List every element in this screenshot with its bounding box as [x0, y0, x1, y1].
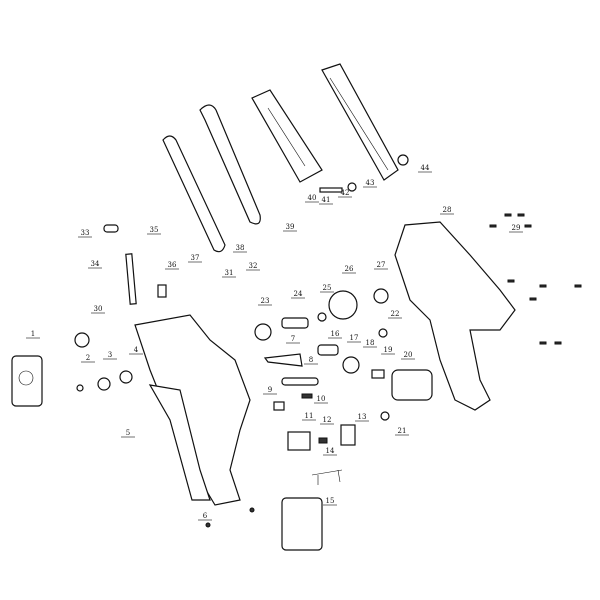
part-29-screws	[489, 213, 582, 345]
part-25-washer	[317, 312, 327, 322]
part-label-28: 28	[443, 206, 452, 214]
part-2-nut	[76, 384, 84, 392]
part-label-18: 18	[366, 339, 375, 347]
part-label-8: 8	[309, 356, 313, 364]
part-6-screw	[249, 507, 255, 513]
part-4-sprocket	[119, 370, 133, 384]
part-34-oil-tube	[125, 253, 137, 305]
part-6-screw	[205, 522, 211, 528]
part-42-washer	[347, 182, 357, 192]
part-1-side-cover	[11, 355, 43, 407]
part-label-24: 24	[294, 290, 303, 298]
part-label-14: 14	[326, 447, 335, 455]
part-label-22: 22	[391, 310, 400, 318]
part-15-battery	[281, 497, 323, 551]
part-label-42: 42	[341, 189, 350, 197]
part-label-43: 43	[366, 179, 375, 187]
part-27-bearing	[373, 288, 389, 304]
part-5-handle-guard	[148, 384, 211, 501]
part-label-30: 30	[94, 305, 103, 313]
part-label-7: 7	[291, 335, 295, 343]
part-label-34: 34	[91, 260, 100, 268]
part-43-guard-cover	[321, 63, 399, 181]
part-label-6: 6	[203, 512, 208, 520]
part-label-44: 44	[421, 164, 430, 172]
part-7-plate	[263, 353, 303, 367]
part-26-gear	[328, 290, 358, 320]
part-17-bearing	[342, 356, 360, 374]
part-label-40: 40	[308, 194, 317, 202]
part-label-1: 1	[31, 330, 35, 338]
part-10-spring	[301, 393, 313, 399]
part-label-33: 33	[81, 229, 90, 237]
part-label-10: 10	[317, 395, 326, 403]
part-label-37: 37	[191, 254, 200, 262]
part-38-guide-bar	[162, 135, 226, 253]
part-label-12: 12	[323, 416, 332, 424]
part-label-3: 3	[108, 351, 112, 359]
part-11-trigger	[287, 431, 311, 451]
part-label-9: 9	[268, 386, 272, 394]
part-label-35: 35	[150, 226, 159, 234]
part-label-21: 21	[398, 427, 407, 435]
part-9-button	[273, 401, 285, 411]
part-36-block	[157, 284, 167, 298]
part-label-19: 19	[384, 346, 393, 354]
part-label-15: 15	[326, 497, 335, 505]
part-label-27: 27	[377, 261, 386, 269]
part-30-sprocket	[74, 332, 90, 348]
part-41-bolt	[319, 187, 343, 193]
part-24-shaft	[281, 317, 309, 329]
part-8-lever	[281, 377, 319, 386]
part-label-13: 13	[358, 413, 367, 421]
part-label-36: 36	[168, 261, 177, 269]
part-label-39: 39	[286, 223, 295, 231]
part-label-20: 20	[404, 351, 413, 359]
part-label-32: 32	[249, 262, 258, 270]
part-19-bracket	[371, 369, 385, 379]
part-44-nut	[397, 154, 409, 166]
part-39-chain	[199, 104, 261, 225]
part-label-38: 38	[236, 244, 245, 252]
part-label-16: 16	[331, 330, 340, 338]
part-label-31: 31	[225, 269, 234, 277]
part-13-switch	[340, 424, 356, 446]
part-12-spring	[318, 437, 328, 444]
part-label-25: 25	[323, 284, 332, 292]
part-22-bushing	[378, 328, 388, 338]
part-20-motor	[391, 369, 433, 401]
part-label-26: 26	[345, 265, 354, 273]
part-label-29: 29	[512, 224, 521, 232]
part-14-link	[311, 469, 343, 485]
part-40-scabbard	[251, 89, 323, 183]
part-23-bearing	[254, 323, 272, 341]
part-label-4: 4	[134, 346, 139, 354]
part-3-washer	[97, 377, 111, 391]
part-16-pinion	[317, 344, 339, 356]
part-21-bushing	[380, 411, 390, 421]
part-label-17: 17	[350, 334, 359, 342]
part-28-right-housing	[394, 221, 516, 411]
part-label-5: 5	[126, 429, 130, 437]
part-label-23: 23	[261, 297, 270, 305]
part-label-41: 41	[322, 196, 331, 204]
part-33-cap	[103, 224, 119, 233]
part-label-2: 2	[86, 354, 90, 362]
part-label-11: 11	[305, 412, 314, 420]
